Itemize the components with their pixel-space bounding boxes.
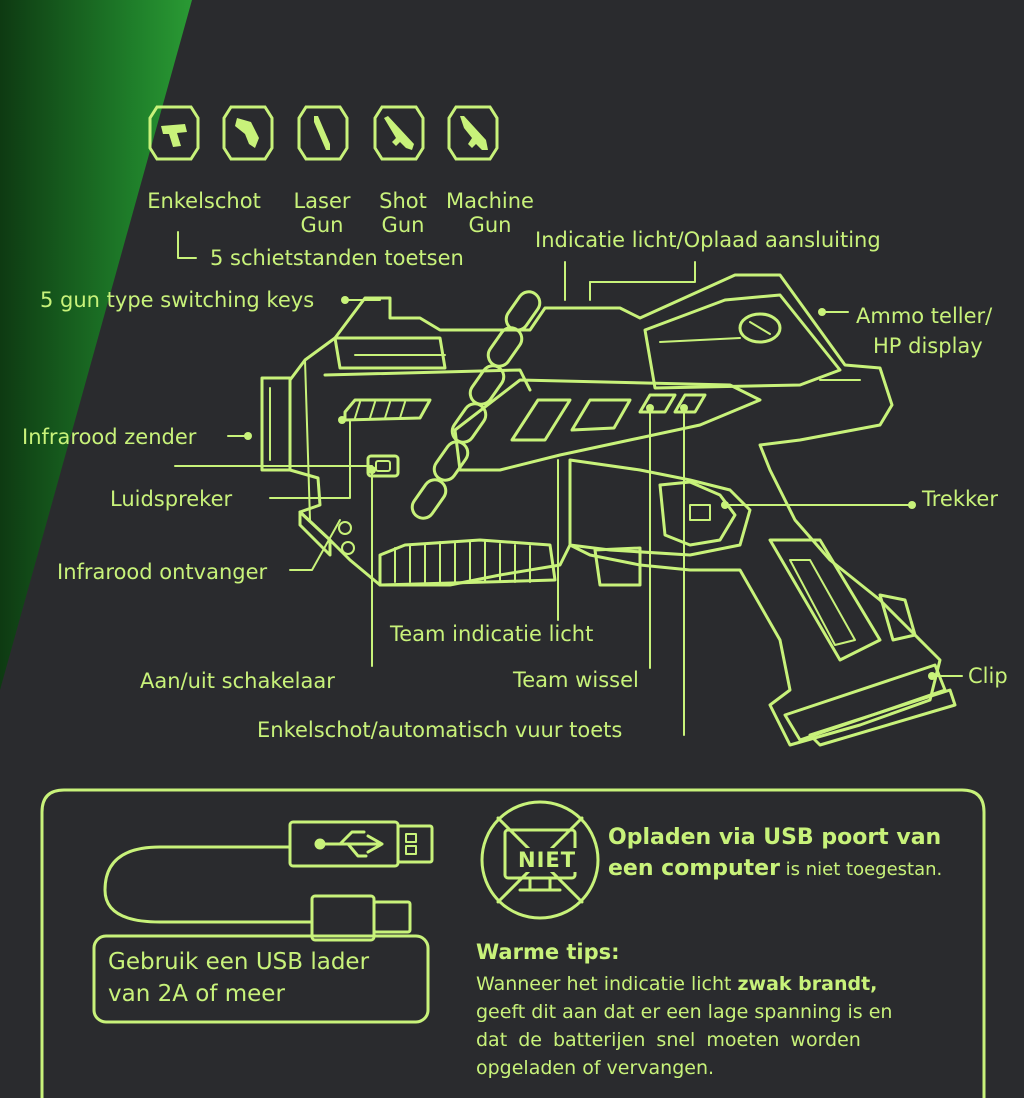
label-gun-type-keys: 5 gun type switching keys (40, 288, 315, 312)
label-trigger: Trekker (922, 487, 998, 511)
mode-label-laser-gun: Laser Gun (293, 189, 351, 237)
label-clip: Clip (968, 664, 1008, 688)
label-ammo-line1: Ammo teller/ (856, 304, 993, 328)
warning-bold-computer: een computer (608, 856, 780, 881)
label-team-switch: Team wissel (513, 668, 639, 692)
label-indicator-charge: Indicatie licht/Oplaad aansluiting (535, 228, 881, 252)
laser-gun-icon[interactable] (221, 104, 275, 162)
tips-line3: dat de batterijen snel moeten worden (476, 1029, 861, 1051)
tips-line4: opgeladen of vervangen. (476, 1057, 715, 1079)
usb-cable-icon (103, 820, 434, 942)
tips-line1b: zwak brandt, (737, 973, 878, 995)
info-box-frame (40, 788, 986, 1098)
tips-title: Warme tips: (476, 940, 620, 964)
mode-label-machine-gun: Machine Gun (446, 189, 534, 237)
leader-lines (174, 231, 963, 736)
label-ammo-line2: HP display (873, 334, 983, 358)
warning-line2: een computer is niet toegestan. (608, 857, 942, 882)
shot-gun-barrel-icon[interactable] (296, 104, 350, 162)
tips-line1: Wanneer het indicatie licht zwak brandt, (476, 972, 877, 996)
label-speaker: Luidspreker (110, 487, 233, 511)
label-fire-mode-key: Enkelschot/automatisch vuur toets (257, 718, 623, 742)
gun-outline (260, 273, 957, 747)
mode-keys-caption: 5 schietstanden toetsen (210, 246, 464, 270)
tips-line1a: Wanneer het indicatie licht (476, 973, 738, 995)
mode-label-shot-gun: Shot Gun (379, 189, 427, 237)
usb-advice-line2: van 2A of meer (108, 981, 285, 1007)
pistol-icon[interactable] (147, 104, 201, 162)
usb-advice-frame (92, 934, 430, 1024)
not-label: NIET (514, 848, 581, 872)
label-team-light: Team indicatie licht (390, 622, 594, 646)
label-infrared-emitter: Infrarood zender (22, 425, 197, 449)
label-infrared-receiver: Infrarood ontvanger (57, 560, 268, 584)
usb-advice-line1: Gebruik een USB lader (108, 949, 370, 975)
tips-line2: geeft dit aan dat er een lage spanning i… (476, 1001, 893, 1023)
label-power-switch: Aan/uit schakelaar (140, 669, 335, 693)
mode-label-enkelschot: Enkelschot (147, 189, 261, 213)
warning-line1: Opladen via USB poort van (608, 825, 942, 850)
warning-rest: is niet toegestan. (779, 859, 943, 880)
shot-gun-icon[interactable] (372, 104, 426, 162)
machine-gun-icon[interactable] (446, 104, 500, 162)
